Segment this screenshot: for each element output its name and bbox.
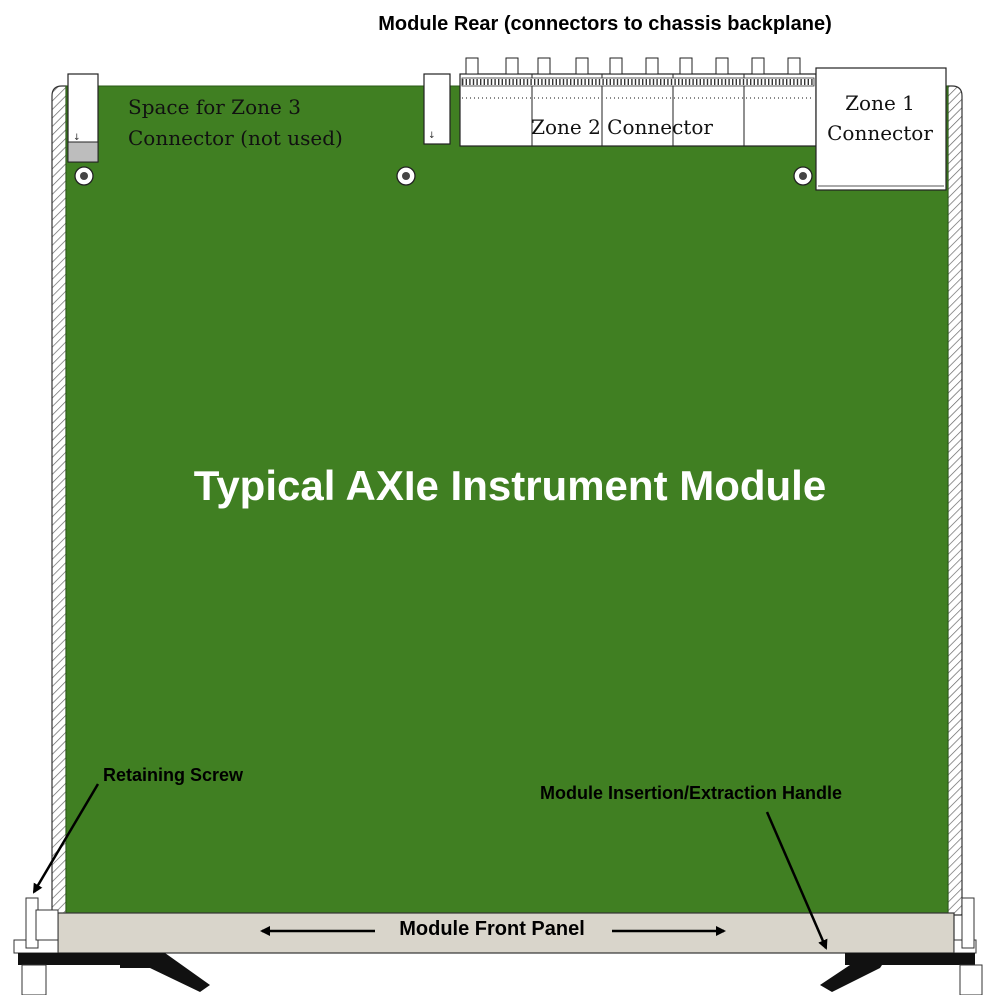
pcb-board [65,85,949,917]
svg-text:↓: ↓ [428,131,436,141]
zone1-connector: Zone 1 Connector [815,67,947,191]
zone2-connector: Zone 2 Connector [459,57,817,147]
svg-text:↓: ↓ [73,133,81,143]
zone3-placeholder-left: ↓ [67,73,99,163]
left-extraction-handle [18,953,210,995]
front-panel [13,912,977,954]
mounting-screw-3 [793,166,813,186]
front-panel-label: Module Front Panel [399,918,585,940]
retaining-screw-arrow [32,783,100,894]
mounting-screw-2 [396,166,416,186]
mounting-screw-1 [74,166,94,186]
left-guide-rail [51,85,67,916]
handle-arrow [765,811,828,950]
zone3-space-label-line2: Connector (not used) [128,126,343,150]
right-guide-rail [947,85,963,916]
handle-label: Module Insertion/Extraction Handle [540,783,842,803]
zone1-connector-label-line2: Connector [827,121,933,145]
left-retaining-screw [25,897,59,949]
module-rear-label: Module Rear (connectors to chassis backp… [378,13,831,35]
right-retaining-screw [961,897,975,949]
retaining-screw-label: Retaining Screw [103,765,244,785]
zone3-placeholder-right: ↓ [423,73,451,145]
zone3-space-label-line1: Space for Zone 3 [128,95,301,119]
zone2-connector-label: Zone 2 Connector [531,115,713,139]
module-title: Typical AXIe Instrument Module [194,462,826,509]
right-extraction-handle [820,953,983,995]
zone1-connector-label-line1: Zone 1 [845,91,915,115]
